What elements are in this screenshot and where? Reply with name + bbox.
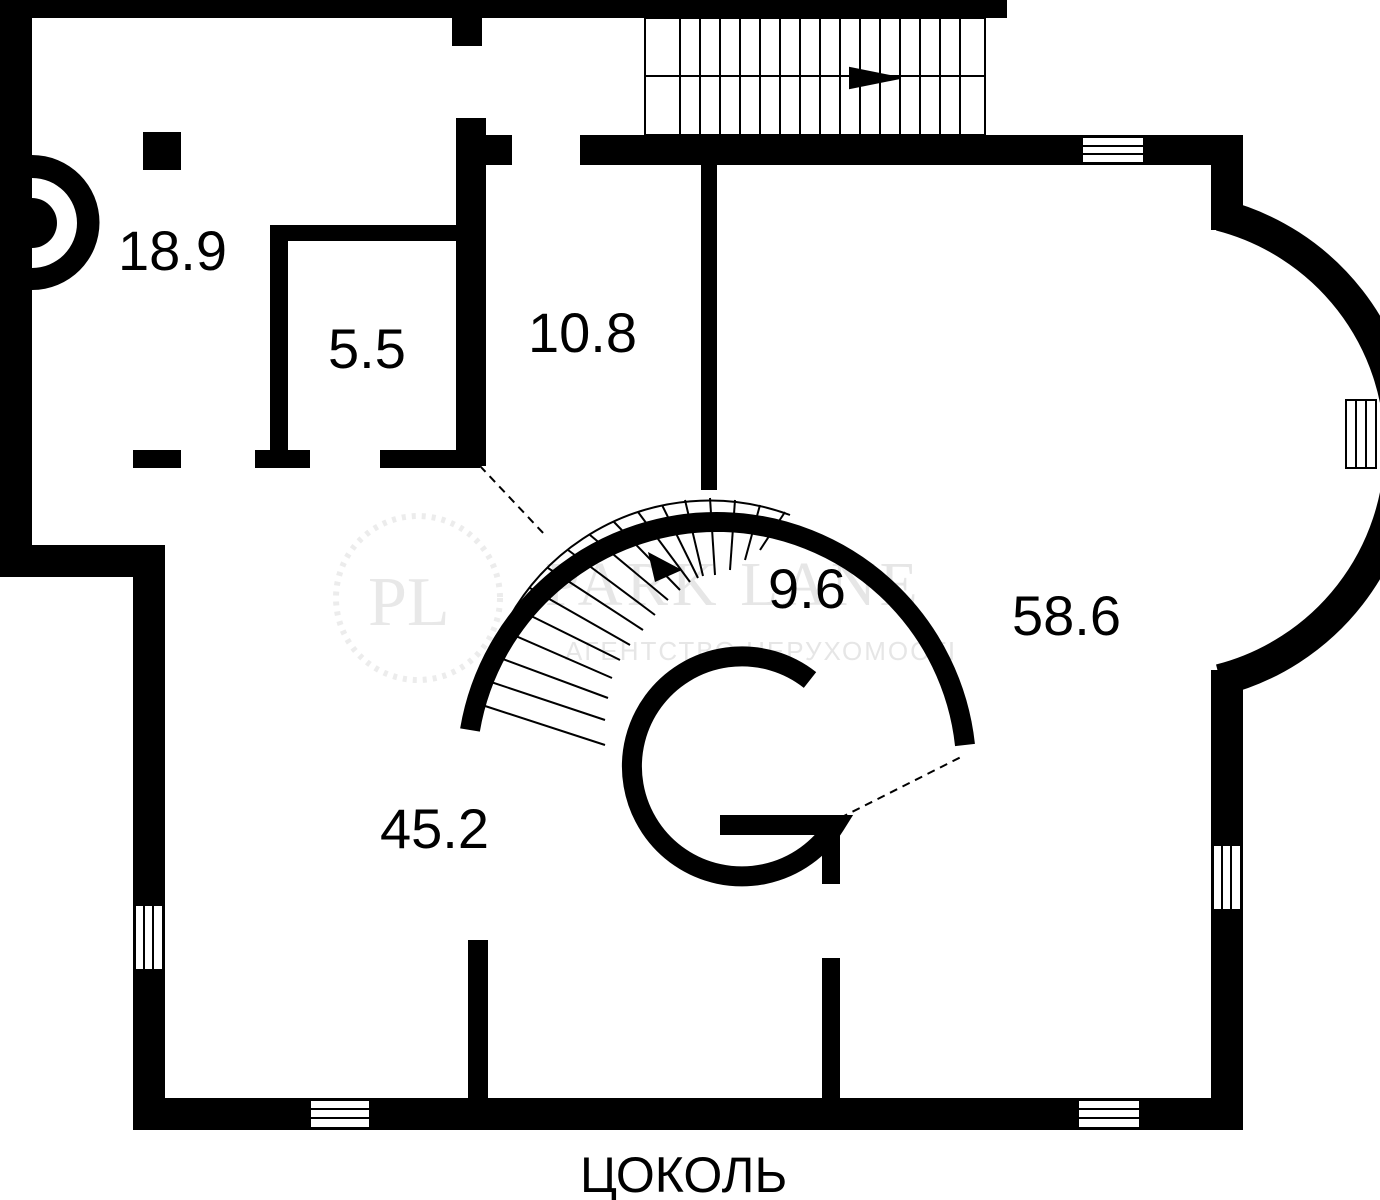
column — [143, 132, 181, 170]
room-area-label: 18.9 — [118, 219, 227, 282]
watermark-monogram: PL — [368, 564, 450, 641]
window-left — [134, 904, 164, 971]
window-right-lower — [1212, 844, 1242, 911]
partition-right — [380, 450, 480, 468]
closet-top-wall — [270, 225, 460, 241]
entry-stub — [452, 18, 482, 46]
window-bottom-right — [1077, 1099, 1141, 1129]
room-area-label: 5.5 — [328, 317, 406, 380]
stair-arrow-icon — [849, 66, 901, 90]
window-bottom-left — [309, 1099, 371, 1129]
top-wall — [0, 0, 1007, 18]
corridor-stub — [486, 135, 512, 165]
left-niche — [32, 155, 100, 290]
door-swings — [479, 465, 966, 819]
entry-stair — [644, 17, 986, 136]
lower-partition-left — [468, 940, 488, 1110]
lower-left-wall — [133, 545, 165, 1130]
corridor-left-wall — [456, 118, 486, 466]
room-area-label: 58.6 — [1012, 584, 1121, 647]
spiral-arrow-icon — [648, 552, 682, 582]
right-bay-wall — [1216, 199, 1380, 696]
room-area-label: 9.6 — [768, 557, 846, 620]
spiral-stair — [460, 497, 975, 887]
partition-left — [133, 450, 181, 468]
bottom-wall — [133, 1098, 1243, 1130]
corridor-right-wall — [701, 150, 717, 490]
window-bay — [1345, 399, 1377, 469]
closet-left-wall — [270, 225, 288, 460]
left-niche-inner — [32, 198, 57, 248]
window-top-right — [1081, 136, 1145, 164]
floor-label: ЦОКОЛЬ — [580, 1147, 787, 1200]
left-wall — [0, 0, 32, 577]
room-labels: 18.9 5.5 10.8 9.6 58.6 45.2 — [118, 219, 1121, 860]
room-area-label: 10.8 — [528, 301, 637, 364]
windows — [134, 136, 1377, 1129]
lower-partition-right — [822, 958, 840, 1110]
room-area-label: 45.2 — [380, 797, 489, 860]
